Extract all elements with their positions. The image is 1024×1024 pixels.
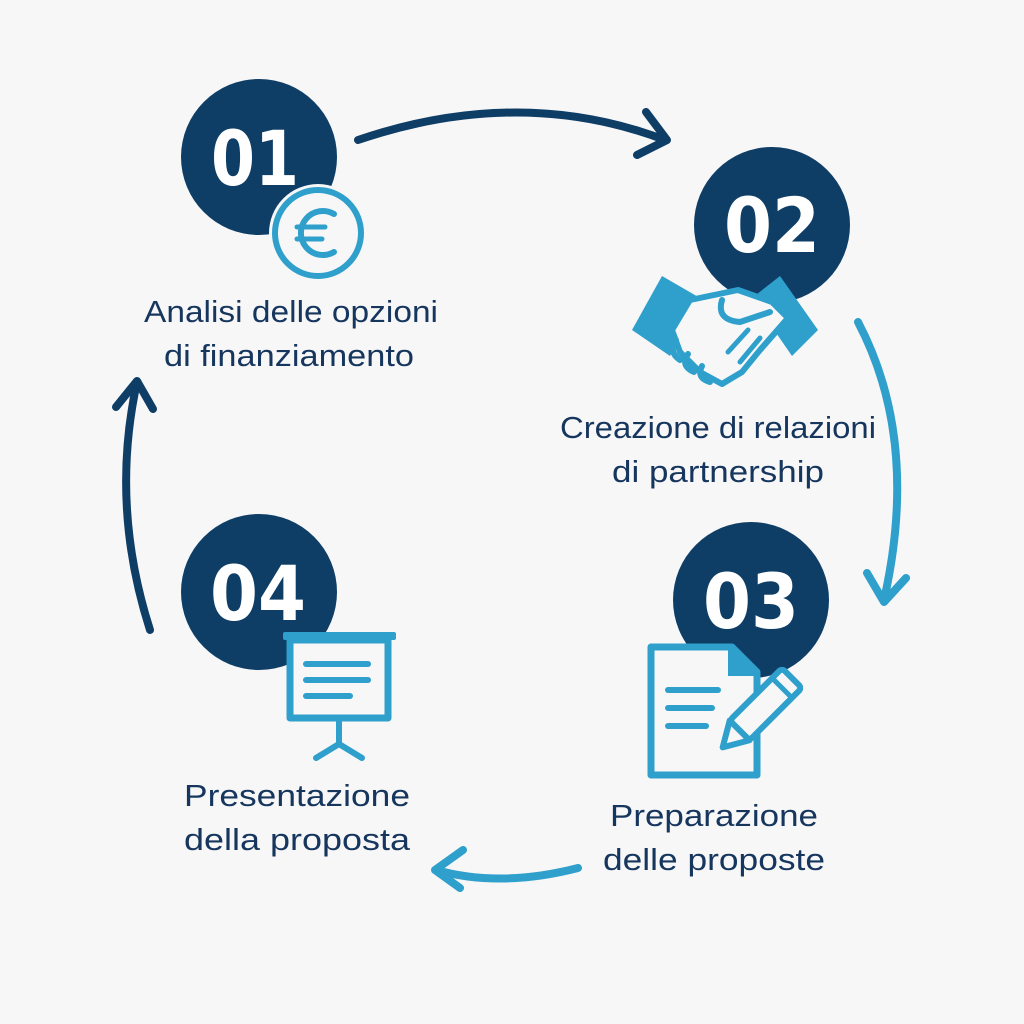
step-label-line1: Presentazione <box>184 778 410 813</box>
step-label-line1: Creazione di relazioni <box>560 410 876 445</box>
step-label-line2: della proposta <box>184 822 411 857</box>
step-04: 04 Presentazione della proposta <box>181 514 411 857</box>
step-01: 01 Analisi delle opzioni di finanziament… <box>144 79 438 373</box>
handshake-icon <box>632 276 818 387</box>
step-number: 02 <box>724 181 820 270</box>
presentation-board-icon <box>283 632 396 761</box>
cycle-arrow-03-to-04 <box>431 846 582 892</box>
step-number: 04 <box>210 549 306 638</box>
document-pen-icon <box>647 643 804 779</box>
step-label-line2: delle proposte <box>603 842 825 877</box>
step-number: 03 <box>703 557 799 646</box>
step-label-line1: Preparazione <box>610 798 818 833</box>
step-02: 02 Creazione di relazioni di partnership <box>560 147 876 489</box>
step-number-circle <box>673 522 829 678</box>
euro-coin-icon <box>269 184 367 282</box>
step-number-circle <box>181 514 337 670</box>
step-label-line2: di partnership <box>612 454 824 489</box>
step-number-circle <box>694 147 850 303</box>
cycle-arrow-02-to-03 <box>854 318 910 606</box>
step-03: 03 Preparazione delle proposte <box>603 522 829 877</box>
cycle-arrow-01-to-02 <box>354 108 671 159</box>
cycle-arrow-04-to-01 <box>112 377 157 634</box>
step-number: 01 <box>211 114 299 203</box>
step-label-line2: di finanziamento <box>164 338 414 373</box>
step-label-line1: Analisi delle opzioni <box>144 294 438 329</box>
